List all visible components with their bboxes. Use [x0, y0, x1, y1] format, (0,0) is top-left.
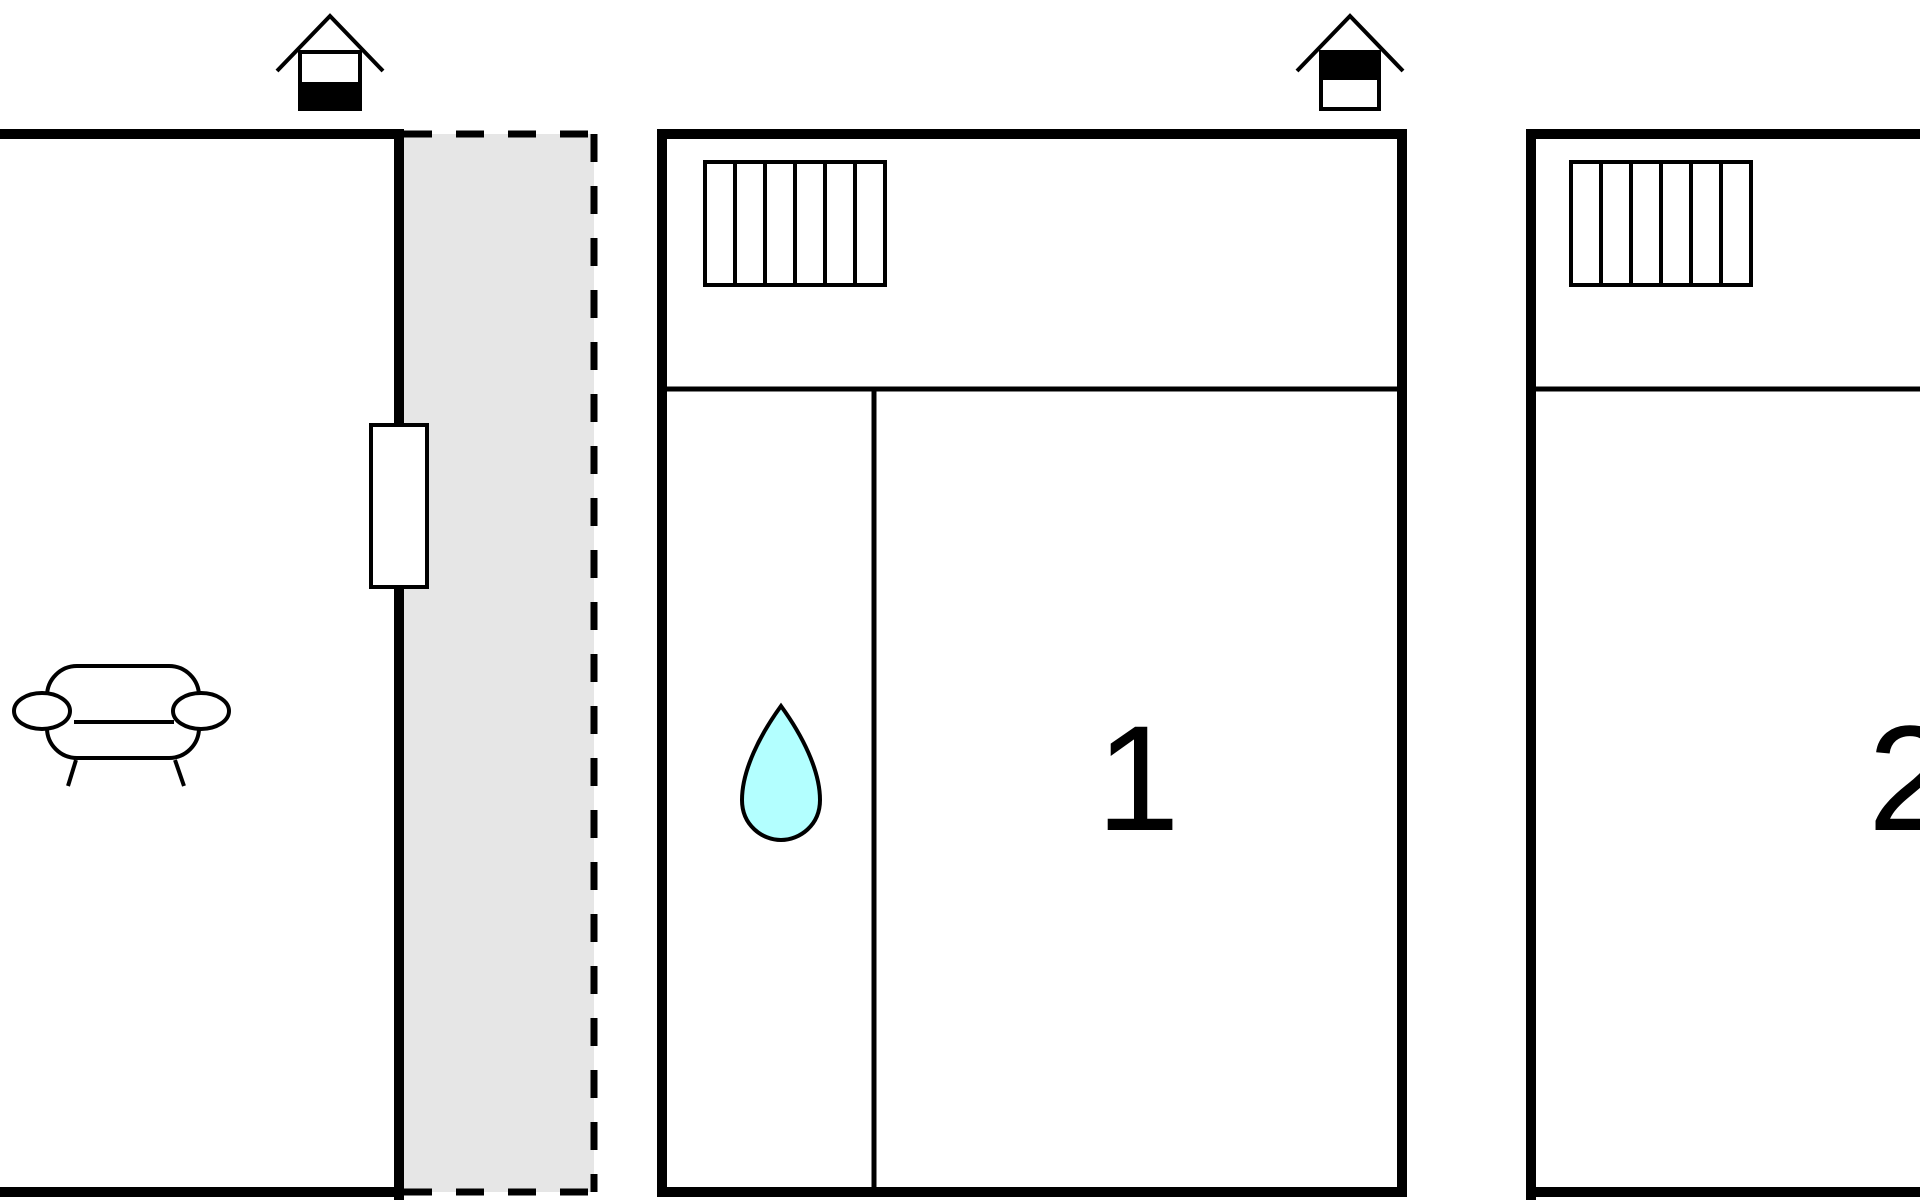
door-indicator-icon	[1295, 13, 1405, 111]
water-drop-icon	[739, 702, 823, 843]
balcony-fill	[404, 134, 594, 1192]
room-1-walls	[657, 129, 1407, 1197]
room-1-number: 1	[1096, 694, 1179, 862]
radiator-icon	[703, 160, 887, 287]
house-indicator-icon	[275, 13, 385, 111]
room-2: 2	[1526, 129, 1920, 1200]
room-1: 1	[657, 129, 1407, 1197]
living-room	[0, 129, 429, 1200]
radiator-icon	[1569, 160, 1753, 287]
sofa-icon	[12, 664, 231, 787]
window-icon	[369, 423, 429, 589]
room-2-number: 2	[1868, 694, 1920, 862]
balcony	[404, 130, 598, 1196]
